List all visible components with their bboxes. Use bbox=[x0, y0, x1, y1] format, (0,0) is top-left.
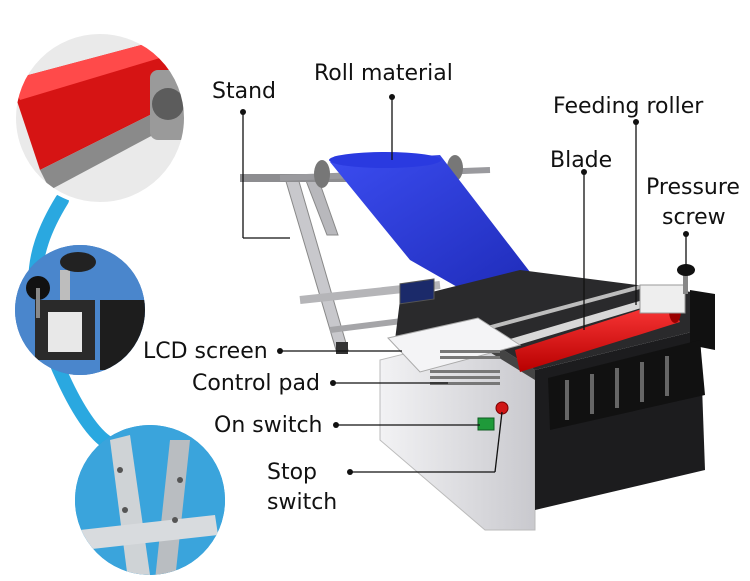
label-feeding-roller: Feeding roller bbox=[553, 94, 704, 119]
label-stop-switch-line2: switch bbox=[267, 490, 338, 515]
detail-circle-blades-icon bbox=[75, 425, 225, 575]
label-stop-switch-line1: Stop bbox=[267, 460, 318, 485]
detail-circle-red-roller-icon bbox=[12, 30, 188, 206]
detail-circle-pressure-knob-icon bbox=[15, 245, 145, 375]
label-pressure-screw-line2: screw bbox=[662, 205, 726, 230]
lcd-screen-display bbox=[399, 278, 435, 305]
label-control-pad: Control pad bbox=[192, 371, 320, 396]
on-switch-button bbox=[477, 417, 495, 431]
label-lcd-screen: LCD screen bbox=[143, 339, 268, 364]
label-blade: Blade bbox=[550, 148, 613, 173]
label-on-switch: On switch bbox=[214, 413, 323, 438]
feeding-roller bbox=[515, 300, 680, 372]
label-pressure-screw-line1: Pressure bbox=[646, 175, 740, 200]
control-panel bbox=[387, 317, 522, 373]
leader-dots bbox=[240, 94, 689, 475]
leader-lines bbox=[242, 95, 687, 473]
label-roll-material: Roll material bbox=[314, 61, 453, 86]
label-stand: Stand bbox=[212, 79, 276, 104]
